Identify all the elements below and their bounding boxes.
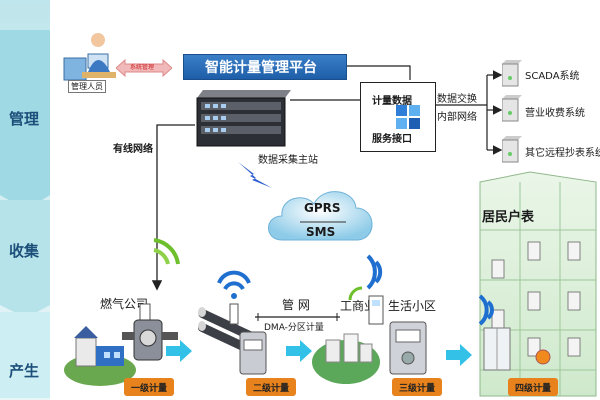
wired-network-line — [151, 124, 195, 291]
level-badge-2 — [246, 378, 296, 396]
sidebar-label-middle: 收集 — [9, 242, 40, 260]
signal-blue-icon-2 — [366, 254, 383, 290]
interface-line2: 服务接口 — [372, 134, 412, 145]
level2-meter-icon — [239, 331, 267, 375]
gprs-label: GPRS — [304, 201, 341, 215]
level4-meter-dot-icon — [535, 349, 551, 365]
signal-green-icon-2 — [348, 286, 363, 301]
sidebar-section-bottom — [0, 312, 50, 398]
remote-reading-server-icon — [502, 136, 522, 163]
gprs-cloud-icon — [268, 191, 373, 241]
sms-label: SMS — [306, 225, 336, 239]
system-label-billing: 营业收费系统 — [525, 108, 585, 119]
service-interface-box — [360, 82, 436, 152]
sidebar-section-middle — [0, 200, 50, 318]
sidebar-label-top: 管理 — [9, 110, 40, 128]
signal-green-icon — [153, 238, 180, 265]
sidebar-label-bottom: 产生 — [9, 362, 40, 380]
admin-arrow-label: 系统管理 — [130, 64, 155, 71]
flow-arrow-2 — [286, 340, 312, 362]
community-icon — [312, 333, 380, 384]
level-badge-3 — [392, 378, 442, 396]
signal-blue-icon-1 — [217, 270, 251, 299]
lightning-icon — [238, 162, 272, 188]
level-badge-4 — [508, 378, 558, 396]
signal-blue-icon-3 — [478, 294, 494, 326]
gas-station-icon — [64, 326, 136, 386]
sidebar-shapes — [0, 30, 50, 398]
dma-label: DMA-分区计量 — [264, 323, 324, 333]
level-badge-3-text: 三级计量 — [399, 384, 436, 394]
billing-server-icon — [502, 95, 522, 122]
level3-sensor-icon — [368, 295, 384, 325]
system-label-other: 其它远程抄表系统 — [525, 148, 600, 159]
exchange-label-1: 数据交换 — [437, 94, 477, 105]
level1-meter-icon — [122, 303, 178, 361]
wired-network-label: 有线网络 — [113, 144, 153, 155]
level4-cabinet-icon — [483, 327, 511, 371]
sidebar-section-top — [0, 30, 50, 210]
admin-system-arrow — [116, 58, 172, 78]
scada-server-icon — [502, 60, 522, 87]
level-badge-1-text: 一级计量 — [131, 384, 168, 394]
platform-title: 智能计量管理平台 — [205, 60, 317, 76]
flow-arrow-1 — [166, 340, 192, 362]
admin-person-icon — [63, 33, 116, 81]
platform-title-box — [183, 54, 347, 80]
server-rack-icon — [196, 90, 291, 147]
server-label: 数据采集主站 — [258, 155, 318, 166]
level-badge-2-text: 二级计量 — [253, 384, 290, 394]
flow-arrow-3 — [446, 344, 472, 366]
pipe-network-label: 管 网 — [282, 298, 310, 312]
admin-label: 管理人员 — [68, 80, 106, 93]
system-label-scada: SCADA系统 — [525, 71, 580, 82]
gas-company-label: 燃气公司 — [100, 297, 149, 311]
level-badge-1 — [124, 378, 174, 396]
level3-meter-icon — [389, 321, 427, 375]
cube-cluster-icon — [396, 105, 420, 129]
commerce-label: 工商业、生活小区 — [340, 299, 437, 313]
level2-sensor-icon — [229, 303, 239, 325]
building-label: 居民户表 — [482, 210, 535, 225]
interface-line1: 计量数据 — [372, 96, 412, 107]
level-badge-4-text: 四级计量 — [515, 384, 552, 394]
exchange-label-2: 内部网络 — [437, 112, 477, 123]
